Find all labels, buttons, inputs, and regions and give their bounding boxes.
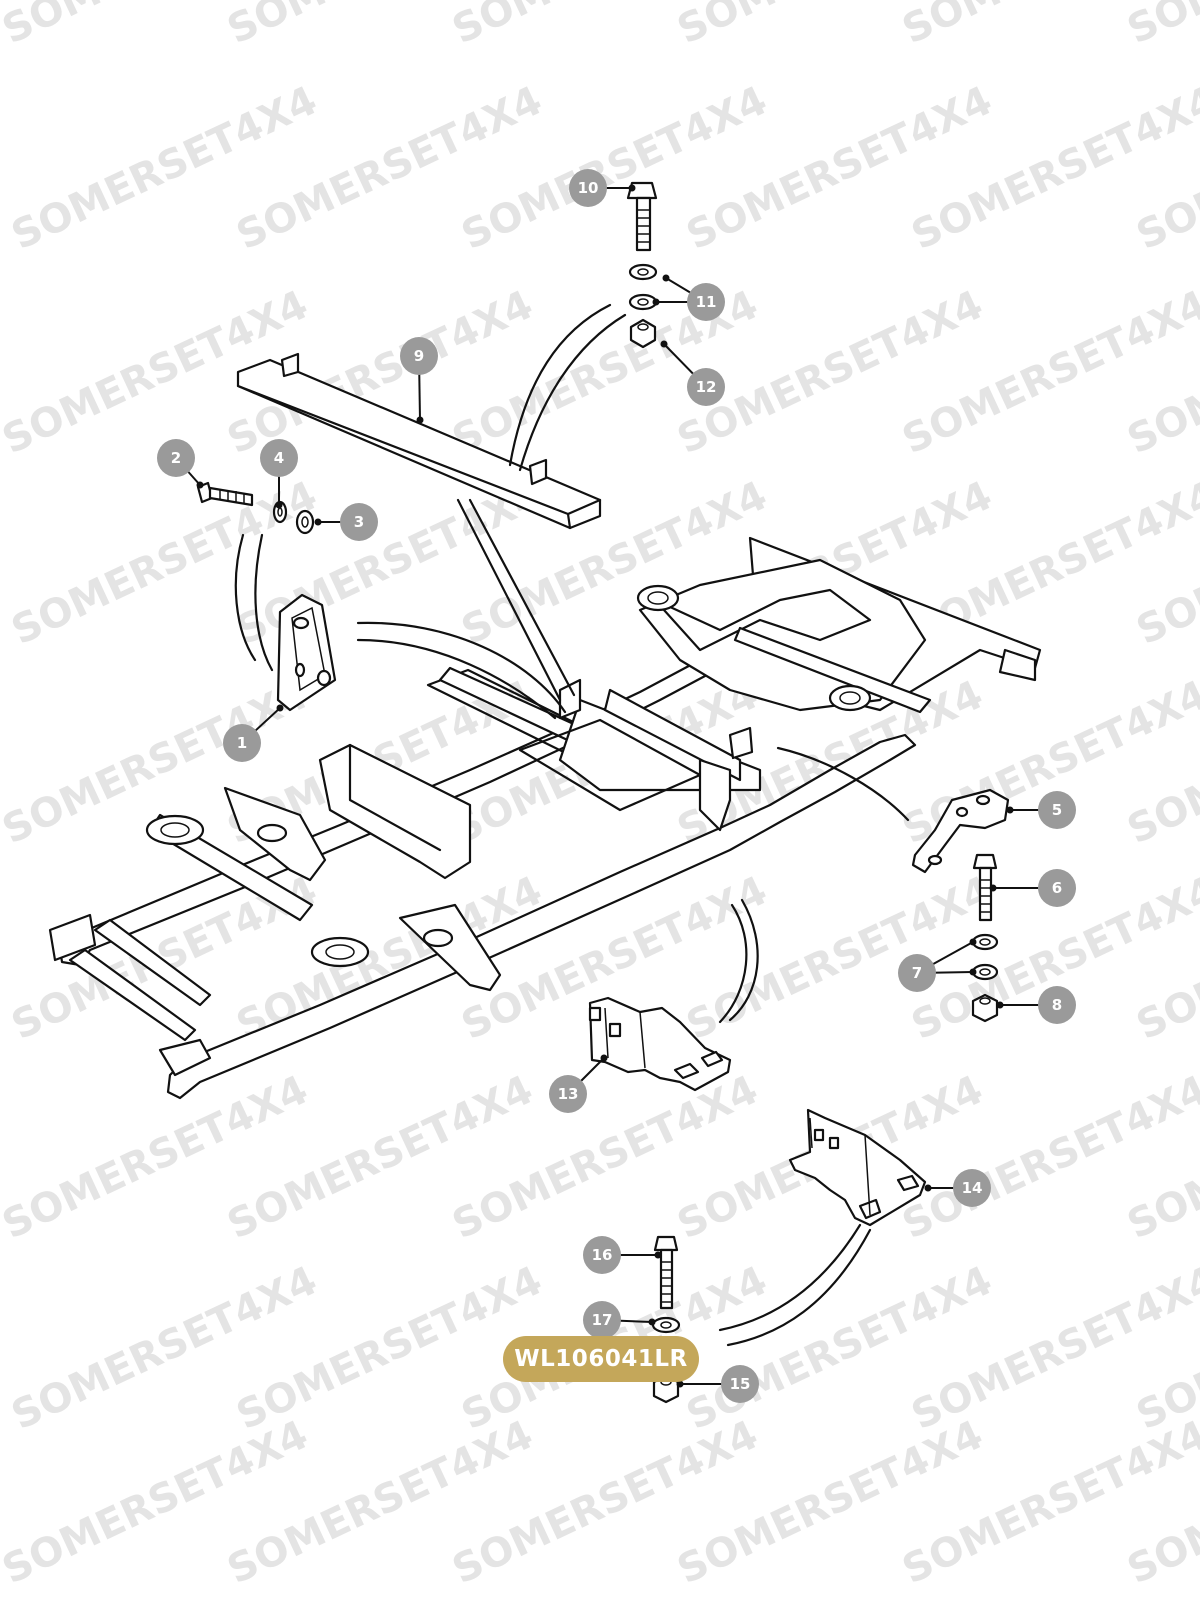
mounting-bracket-part-14 <box>788 1108 927 1227</box>
callout-number: 15 <box>730 1375 751 1393</box>
leader-dot <box>989 884 997 892</box>
callout-circle <box>549 1075 587 1113</box>
leader-dot <box>969 968 977 976</box>
callout-number: 1 <box>237 734 247 752</box>
callout-circle <box>223 724 261 762</box>
leader-dot <box>676 1380 684 1388</box>
callout-circle <box>583 1236 621 1274</box>
leader-dot <box>969 938 977 946</box>
callout-17: 17 <box>583 1301 656 1339</box>
callout-circle <box>1038 791 1076 829</box>
assembly-guide-lines <box>234 303 910 1347</box>
bolt-part-10 <box>626 181 658 252</box>
callout-number: 3 <box>354 513 364 531</box>
callout-number: 5 <box>1052 801 1062 819</box>
callout-circle <box>157 439 195 477</box>
callout-8: 8 <box>996 986 1076 1024</box>
callout-circle <box>1038 986 1076 1024</box>
leader-dot <box>660 340 668 348</box>
callout-number: 17 <box>592 1311 613 1329</box>
callout-circle <box>569 169 607 207</box>
callout-9: 9 <box>400 337 438 424</box>
leader-dot <box>924 1184 932 1192</box>
callout-circle <box>687 283 725 321</box>
callout-12: 12 <box>660 340 725 406</box>
bolt-part-6 <box>972 853 998 922</box>
callout-circle <box>340 503 378 541</box>
callout-7: 7 <box>898 938 977 992</box>
callout-1: 1 <box>223 704 284 762</box>
watermark-text: SOMERSET4X4 <box>1121 0 1200 53</box>
leader-dot <box>628 184 636 192</box>
callout-5: 5 <box>1006 791 1076 829</box>
part-number-badge: WL106041LR <box>503 1336 699 1382</box>
leader-dot <box>654 1251 662 1259</box>
leader-dot <box>996 1001 1004 1009</box>
callout-3: 3 <box>314 503 378 541</box>
callout-15: 15 <box>676 1365 759 1403</box>
callout-number: 9 <box>414 347 424 365</box>
leader-dot <box>276 704 284 712</box>
callout-2: 2 <box>157 439 204 489</box>
callout-4: 4 <box>260 439 298 509</box>
callout-number: 6 <box>1052 879 1062 897</box>
callout-circle <box>1038 869 1076 907</box>
callout-circle <box>583 1301 621 1339</box>
callout-number: 14 <box>962 1179 983 1197</box>
callout-6: 6 <box>989 869 1076 907</box>
callout-14: 14 <box>924 1169 991 1207</box>
callout-number: 12 <box>696 378 717 396</box>
callout-number: 2 <box>171 449 181 467</box>
callout-circle <box>687 368 725 406</box>
washer-part-7b <box>971 963 999 981</box>
callout-circle <box>400 337 438 375</box>
callout-11: 11 <box>652 274 725 321</box>
washer-part-11b <box>628 293 658 311</box>
mounting-bracket-part-13 <box>588 996 732 1092</box>
callout-circle <box>260 439 298 477</box>
leader-dot <box>662 274 670 282</box>
leader-dot <box>648 1318 656 1326</box>
washer-part-17 <box>651 1316 681 1334</box>
callout-circle <box>898 954 936 992</box>
callout-number: 7 <box>912 964 922 982</box>
callout-circle <box>953 1169 991 1207</box>
leader-dot <box>416 416 424 424</box>
chassis-frame <box>48 536 1042 1100</box>
callout-number: 16 <box>592 1246 613 1264</box>
leader-dot <box>600 1054 608 1062</box>
leader-dot <box>275 501 283 509</box>
callout-circle <box>721 1365 759 1403</box>
callout-number: 8 <box>1052 996 1062 1014</box>
washer-part-7a <box>971 933 999 951</box>
leader-dot <box>1006 806 1014 814</box>
nut-part-12 <box>629 318 657 349</box>
callout-10: 10 <box>569 169 636 207</box>
leader-dot <box>652 298 660 306</box>
leader-dot <box>314 518 322 526</box>
callout-number: 10 <box>578 179 599 197</box>
cross-member-part-9 <box>236 352 602 530</box>
washer-part-11a <box>628 263 658 281</box>
bracket-part-1 <box>276 593 337 712</box>
callout-16: 16 <box>583 1236 662 1274</box>
bolt-part-16 <box>653 1235 679 1310</box>
callout-number: 13 <box>558 1085 579 1103</box>
washer-part-3 <box>295 509 315 535</box>
callout-13: 13 <box>549 1054 608 1113</box>
nut-part-8 <box>971 993 999 1023</box>
bracket-part-5 <box>911 788 1010 874</box>
callout-number: 4 <box>274 449 284 467</box>
callout-number: 11 <box>696 293 717 311</box>
bolt-part-2 <box>196 481 254 507</box>
leader-dot <box>196 481 204 489</box>
